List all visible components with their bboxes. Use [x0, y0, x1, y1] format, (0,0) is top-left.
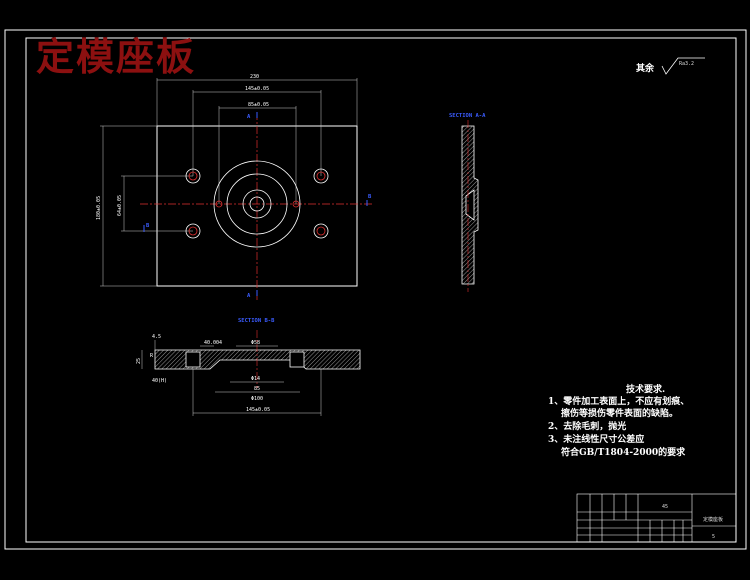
- dim-boss-dia: Φ58: [251, 340, 260, 346]
- tech-requirements-heading: 技术要求.: [626, 383, 665, 395]
- title-block-material: 45: [662, 504, 668, 510]
- inner-frame: [25, 37, 737, 543]
- outer-frame: [4, 29, 747, 550]
- dim-hole-pitch: 145±0.05: [246, 407, 270, 413]
- tech-requirement-3: 3、未注线性尺寸公差应: [548, 433, 644, 445]
- dim-hole-spacing-x: 145±0.05: [245, 86, 269, 92]
- roughness-value: Ra3.2: [679, 61, 694, 67]
- center-lines: [140, 112, 374, 300]
- dim-bore-dia: Φ14: [251, 376, 260, 382]
- title-block-part-name: 定模座板: [703, 516, 723, 523]
- cut-mark-b-right: B: [368, 194, 372, 200]
- dim-thickness: 25: [136, 358, 142, 364]
- counterbored-holes: [185, 168, 329, 239]
- dim-overall-width: 230: [250, 74, 259, 80]
- title-block-sheet: 5: [712, 534, 715, 540]
- tech-requirement-3b: 符合GB/T1804-2000的要求: [561, 446, 686, 458]
- dim-radius: R: [150, 353, 154, 359]
- cut-markers: [143, 112, 368, 296]
- cut-mark-b-left: B: [146, 223, 150, 229]
- dim-chamfer: 4.5: [152, 334, 161, 340]
- dim-pin-pitch: 85: [254, 386, 260, 392]
- dim-pin-spacing: 85±0.05: [248, 102, 269, 108]
- tech-requirement-2: 2、去除毛刺，抛光: [548, 420, 626, 432]
- drawing-title: 定模座板: [36, 34, 196, 79]
- dim-recess: 40(H): [152, 378, 167, 384]
- dim-overall-height: 180±0.05: [96, 196, 102, 220]
- tech-requirement-1: 1、零件加工表面上，不应有划痕、: [548, 395, 689, 407]
- top-dimensions: [100, 78, 358, 287]
- section-b-label: SECTION B-B: [238, 318, 275, 324]
- dim-hole-spacing-y: 64±0.05: [117, 195, 123, 216]
- section-b-view: [154, 330, 361, 388]
- section-a-label: SECTION A-A: [449, 113, 486, 119]
- roughness-symbol-icon: [661, 57, 705, 75]
- roughness-label: 其余: [636, 62, 655, 74]
- section-a-view: [461, 120, 479, 292]
- cut-mark-a-bottom: A: [247, 293, 251, 299]
- cut-mark-a-top: A: [247, 114, 251, 120]
- tech-requirement-1b: 擦伤等损伤零件表面的缺陷。: [561, 407, 678, 419]
- central-boss: [213, 160, 301, 248]
- title-block: [576, 493, 737, 543]
- locating-pins: [215, 200, 300, 208]
- dim-flange-dia: Φ100: [251, 396, 263, 402]
- dim-pin-depth: 40.004: [204, 340, 222, 346]
- section-b-dimensions: [141, 340, 322, 416]
